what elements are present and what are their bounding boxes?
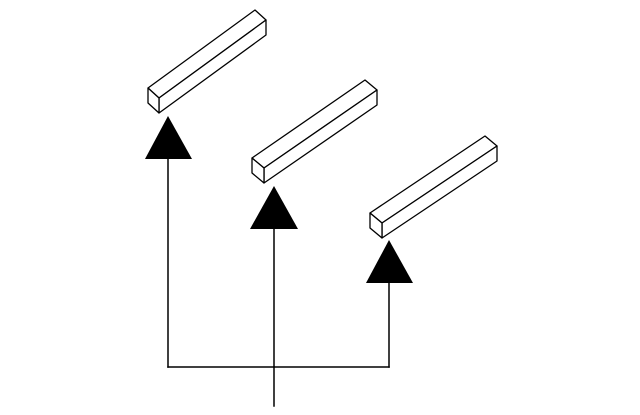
middle-arrow-icon bbox=[250, 186, 298, 229]
right-arrow-icon bbox=[366, 240, 413, 283]
left-bar bbox=[147, 9, 267, 114]
arrowheads bbox=[145, 116, 413, 283]
right-bar-top-face bbox=[369, 135, 498, 224]
connector-lines bbox=[167, 154, 390, 407]
left-bar-top-face bbox=[147, 9, 267, 99]
middle-bar-end-face bbox=[251, 157, 265, 184]
left-bar-front-face bbox=[158, 19, 267, 114]
middle-bar-top-face bbox=[251, 79, 378, 169]
right-bar-front-face bbox=[381, 145, 498, 239]
bars-group bbox=[147, 9, 498, 239]
left-bar-end-face bbox=[147, 87, 160, 114]
middle-bar bbox=[251, 79, 378, 184]
middle-bar-front-face bbox=[263, 89, 378, 184]
right-bar-end-face bbox=[369, 212, 383, 239]
left-arrow-icon bbox=[145, 116, 192, 159]
right-bar bbox=[369, 135, 498, 239]
